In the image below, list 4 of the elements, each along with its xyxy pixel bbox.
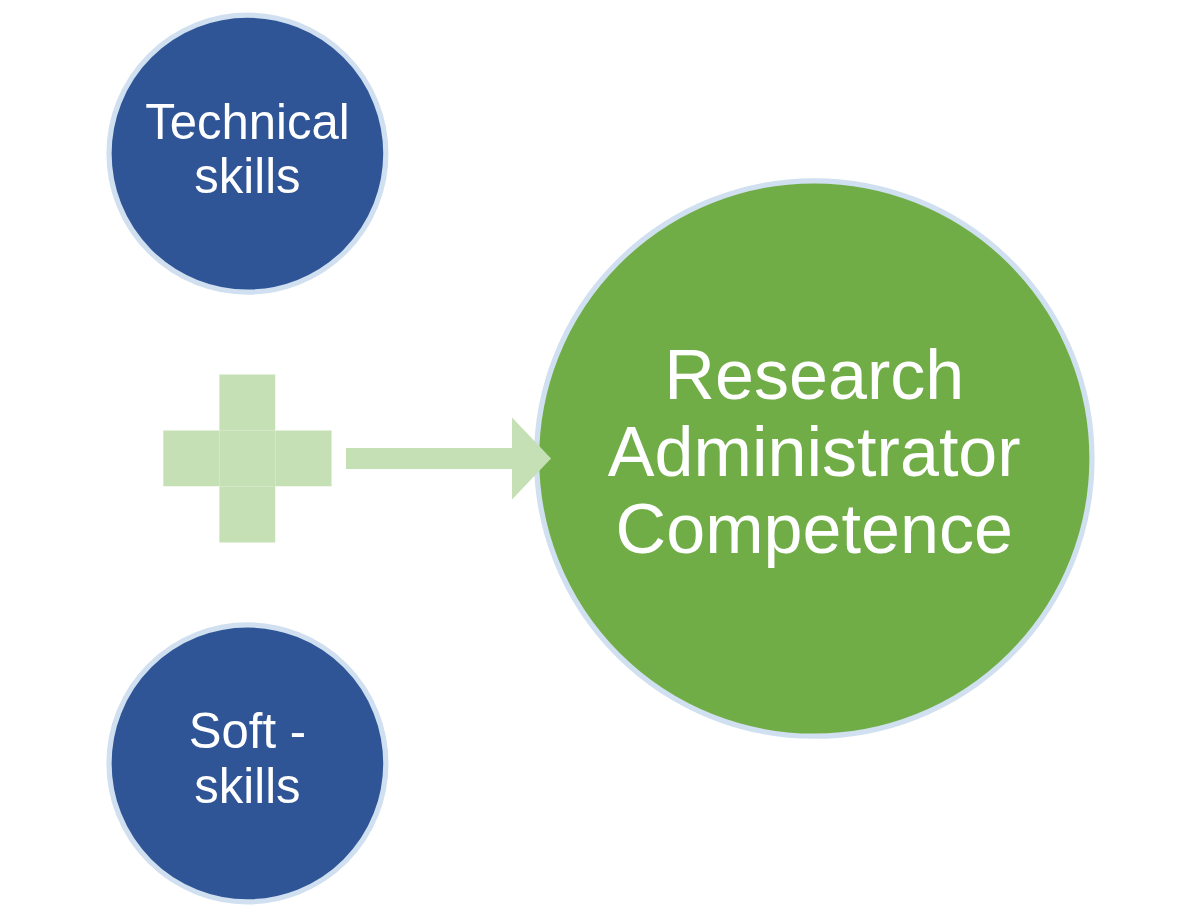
- arrow: [346, 417, 552, 500]
- node-circle: Research Administrator Competence: [533, 178, 1095, 739]
- node-circle: Technical skills: [106, 12, 389, 295]
- node-circle: Soft - skills: [106, 622, 389, 905]
